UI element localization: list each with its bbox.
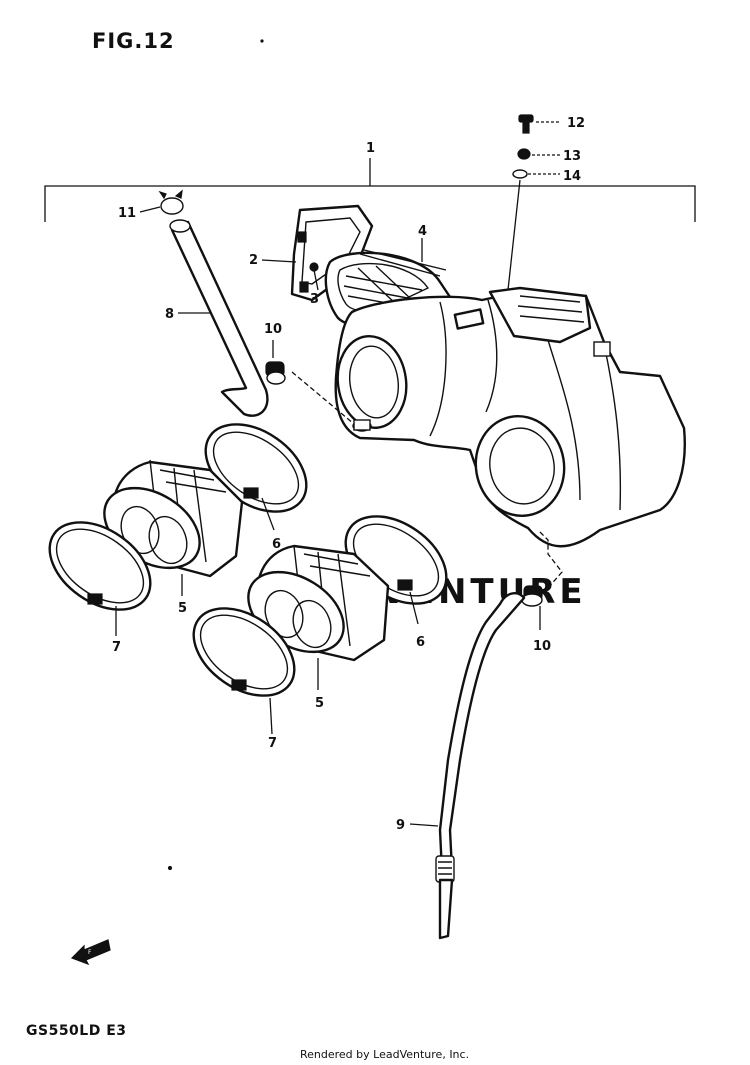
callout-2: 2 [249, 253, 258, 268]
part-7-clamp-band-upper [48, 521, 152, 636]
callout-7-lower: 7 [268, 736, 277, 751]
callout-8: 8 [165, 307, 174, 322]
stray-dot [167, 865, 173, 871]
part-11-clamp [139, 189, 184, 215]
credit-text: Rendered by LeadVenture, Inc. [300, 1048, 469, 1061]
callout-11: 11 [118, 206, 136, 221]
part-5-intake-pipe-upper [103, 459, 244, 596]
callout-12: 12 [567, 116, 585, 131]
callout-3: 3 [310, 292, 319, 307]
part-10-clamp-upper [265, 340, 355, 425]
part-3-screw [309, 262, 319, 291]
callout-9: 9 [396, 818, 405, 833]
callout-5-lower: 5 [315, 696, 324, 711]
callout-4: 4 [418, 224, 427, 239]
part-10-clamp-lower [521, 531, 563, 630]
callout-10-lower: 10 [533, 639, 551, 654]
figure-title: FIG.12 [92, 29, 175, 53]
part-1-air-cleaner-case [334, 286, 686, 548]
assembly-bracket [44, 158, 696, 222]
stray-dot [260, 39, 264, 43]
part-9-drain-hose [409, 592, 526, 940]
callout-6-lower: 6 [416, 635, 425, 650]
callout-6-upper: 6 [272, 537, 281, 552]
callout-1: 1 [366, 141, 375, 156]
part-12-bolt [518, 114, 560, 134]
part-7-clamp-band-lower [192, 607, 296, 735]
callout-5-upper: 5 [178, 601, 187, 616]
callout-14: 14 [563, 169, 581, 184]
part-14-washer [507, 169, 560, 291]
part-13-nut [517, 148, 560, 160]
callout-10-upper: 10 [264, 322, 282, 337]
model-code: GS550LD E3 [26, 1023, 127, 1039]
front-arrow-label: F [88, 949, 92, 956]
callout-13: 13 [563, 149, 581, 164]
front-arrow-icon: F [70, 939, 111, 966]
callout-7-upper: 7 [112, 640, 121, 655]
part-8-drain-tube [169, 219, 269, 417]
